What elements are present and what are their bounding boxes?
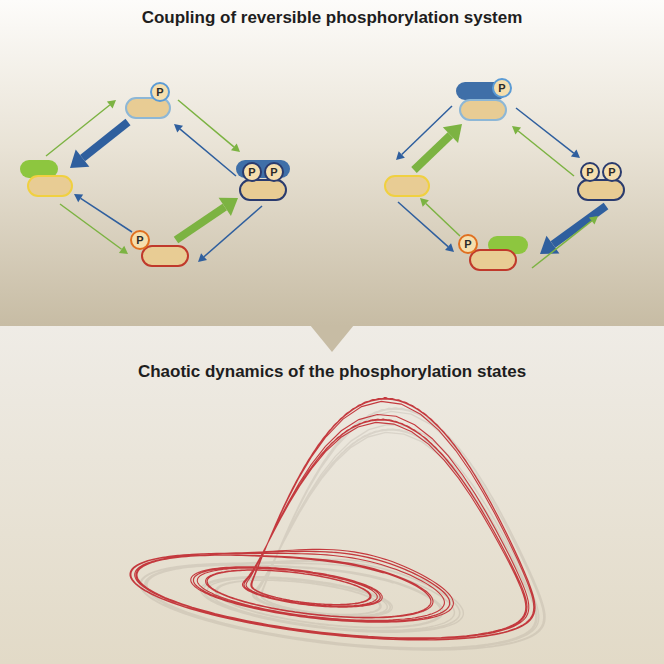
protein xyxy=(385,176,429,196)
protein xyxy=(240,180,286,200)
phosphate-label: P xyxy=(244,164,260,180)
arrow-shaft xyxy=(518,131,574,176)
phospho-site xyxy=(243,163,261,181)
arrow-shaft xyxy=(46,105,110,156)
phosphate-label: P xyxy=(132,232,148,248)
phosphate-label: P xyxy=(604,164,620,180)
arrow-head xyxy=(571,150,580,158)
arrow-head xyxy=(540,236,559,254)
arrow-head xyxy=(445,243,454,252)
protein xyxy=(460,100,506,120)
arrow-shaft xyxy=(204,206,262,257)
arrow-shaft xyxy=(398,202,448,247)
arrow-head xyxy=(119,246,128,254)
attractor-shadow xyxy=(140,408,545,650)
top-panel xyxy=(0,0,664,326)
right-cycle xyxy=(385,79,624,270)
panel-title: Chaotic dynamics of the phosphorylation … xyxy=(0,362,664,382)
arrow-head xyxy=(70,149,89,168)
arrow-head xyxy=(396,151,405,160)
arrow-shaft xyxy=(60,204,122,249)
arrow-head xyxy=(219,198,238,216)
phospho-site xyxy=(265,163,283,181)
phospho-site xyxy=(151,83,169,101)
arrow-shaft xyxy=(516,108,574,153)
protein xyxy=(470,250,516,270)
phospho-site xyxy=(459,235,477,253)
arrow-shaft xyxy=(532,221,592,268)
arrow-shaft xyxy=(180,129,236,176)
attractor-trajectory xyxy=(130,398,535,640)
phosphate-label: P xyxy=(582,164,598,180)
arrow-head xyxy=(589,216,598,224)
panel-notch xyxy=(310,325,354,352)
arrow-head xyxy=(420,198,429,207)
arrow-head xyxy=(512,126,521,135)
panel-title: Coupling of reversible phosphorylation s… xyxy=(0,8,664,28)
arrow-head xyxy=(443,124,462,143)
arrow-shaft xyxy=(81,198,132,232)
phospho-site xyxy=(131,231,149,249)
arrow-shaft xyxy=(426,204,460,236)
arrow-shaft xyxy=(83,122,128,158)
arrow-head xyxy=(107,100,116,109)
phosphate-label: P xyxy=(152,84,168,100)
arrow-head xyxy=(198,253,207,262)
protein xyxy=(578,180,624,200)
arrow-head xyxy=(74,194,83,202)
arrow-shaft xyxy=(553,206,606,245)
phospho-site xyxy=(581,163,599,181)
phospho-site xyxy=(493,79,511,97)
arrow-shaft xyxy=(176,207,225,240)
arrow-shaft xyxy=(402,106,452,154)
left-cycle xyxy=(20,83,290,266)
arrow-head xyxy=(231,143,240,152)
arrow-shaft xyxy=(178,100,234,147)
phosphate-label: P xyxy=(460,236,476,252)
protein xyxy=(28,176,72,196)
bottom-panel xyxy=(0,326,664,664)
phospho-site xyxy=(603,163,621,181)
phosphate-label: P xyxy=(266,164,282,180)
phosphate-label: P xyxy=(494,80,510,96)
arrow-head xyxy=(174,124,183,133)
arrow-shaft xyxy=(414,135,450,170)
protein xyxy=(142,246,188,266)
